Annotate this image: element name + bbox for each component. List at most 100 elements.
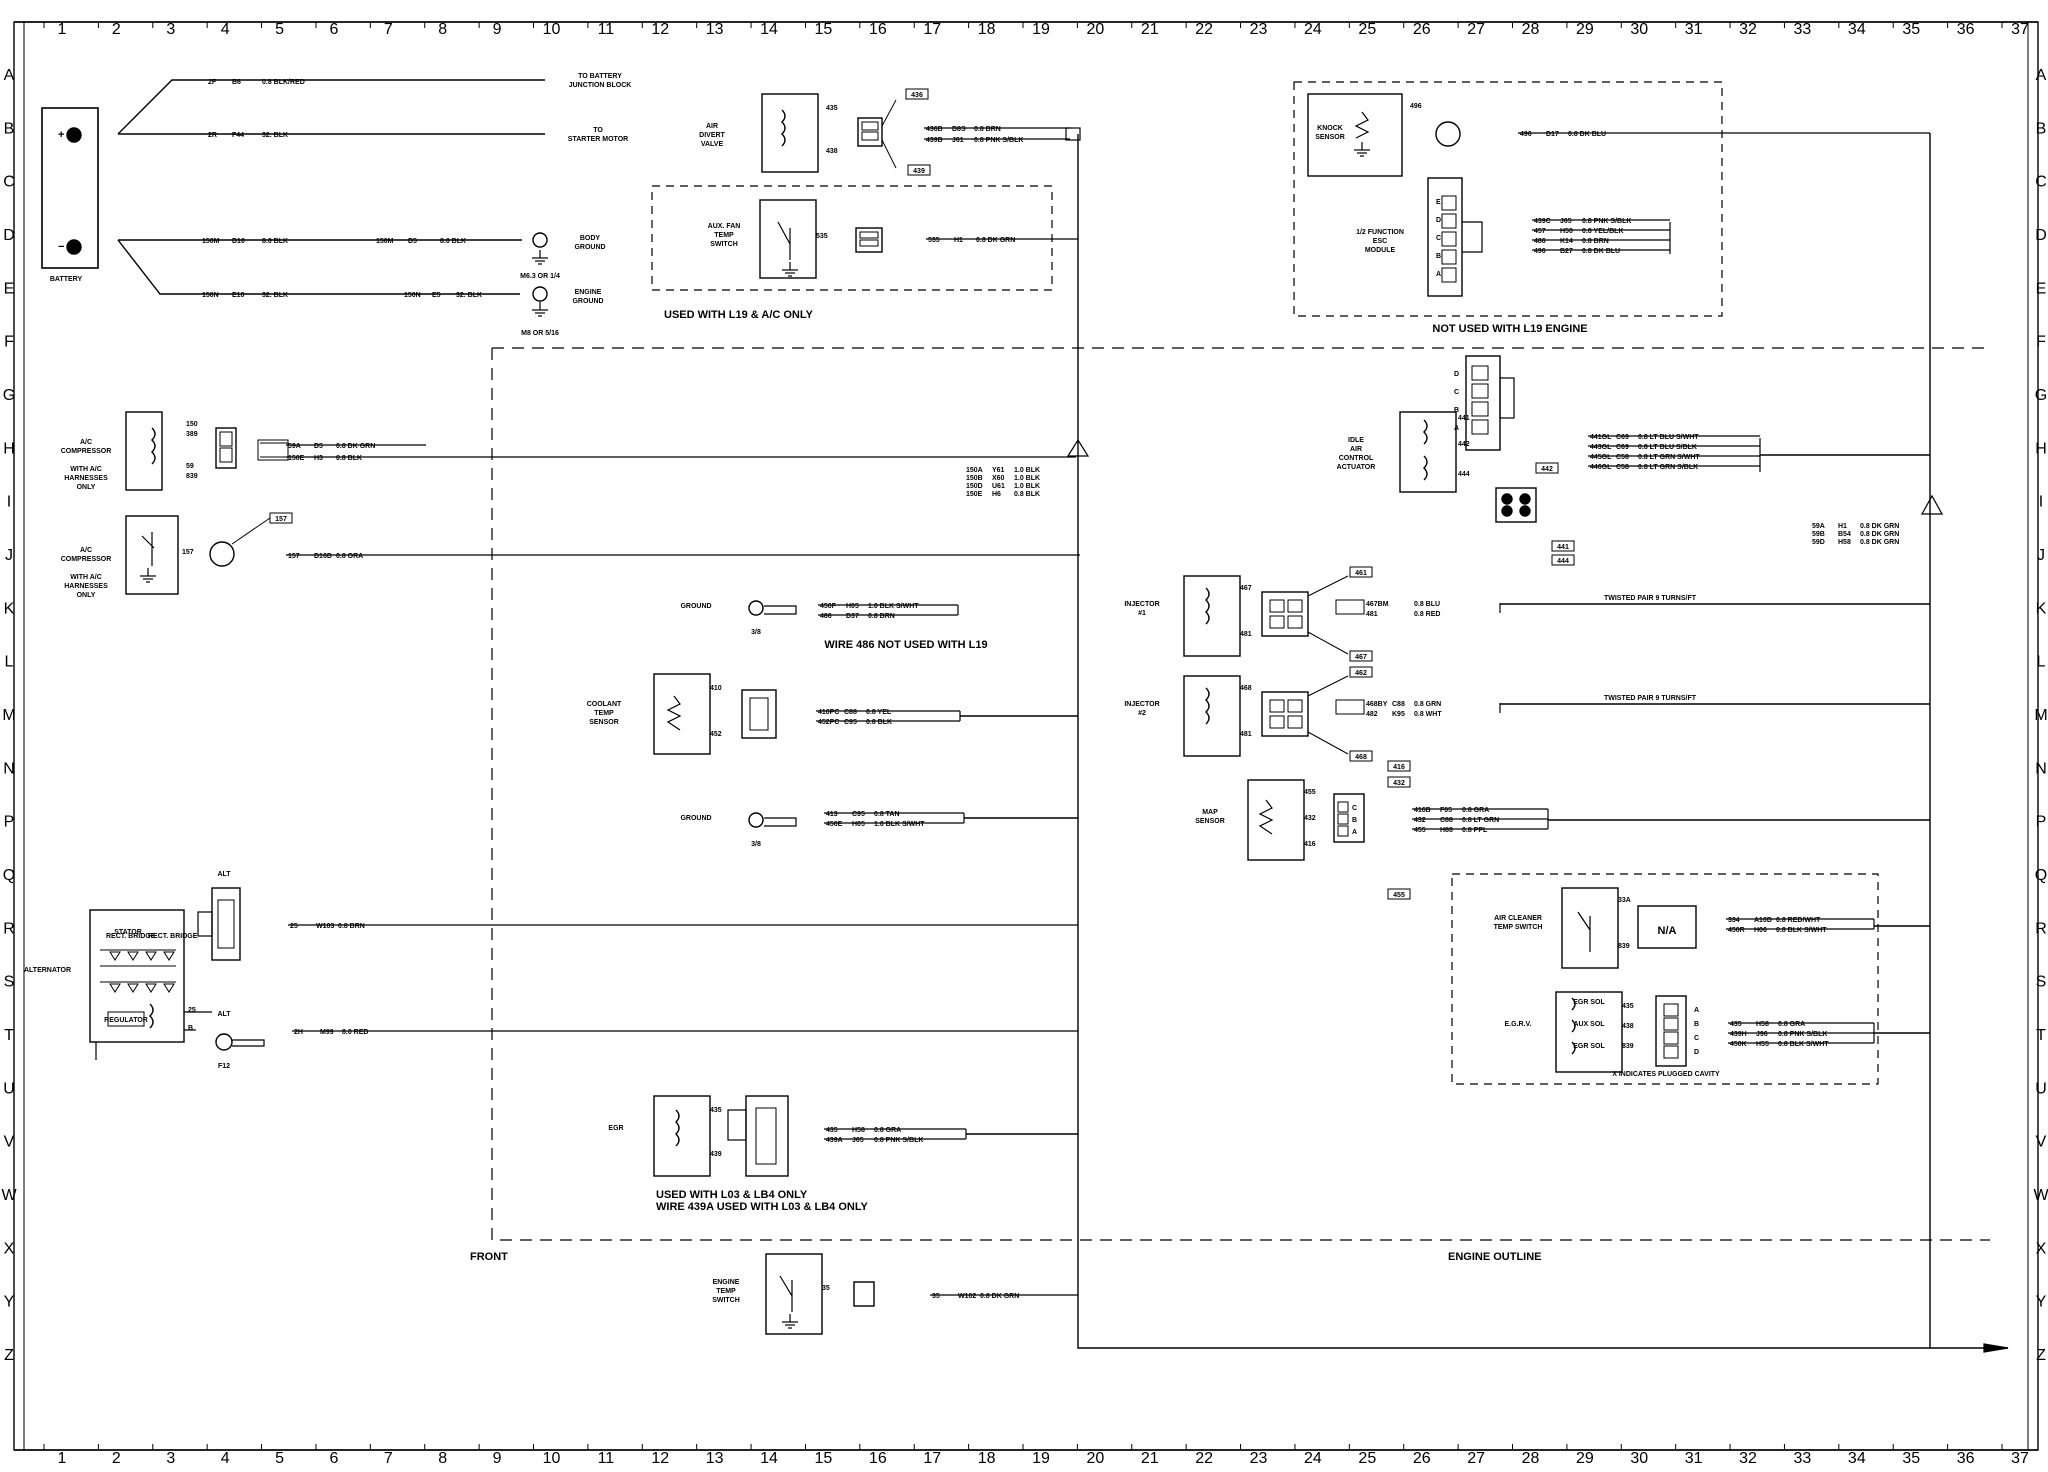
callout-line: [231, 517, 271, 545]
esc-connector: [1427, 177, 1463, 297]
row-label-left: G: [3, 387, 15, 404]
column-label-bottom: 9: [493, 1450, 502, 1467]
bw1-d1: TO BATTERY: [578, 73, 622, 80]
g2-w0-circuit: 413: [826, 811, 838, 818]
knock-label: SENSOR: [1315, 134, 1345, 141]
ac2-w-splice: D16D: [314, 553, 332, 560]
coolant-w0-splice: C88: [844, 709, 857, 716]
splice-b-w1-circuit: 59B: [1812, 531, 1825, 538]
egr-inner: AUX SOL: [1573, 1021, 1605, 1028]
alt-conn-label: ALT: [217, 871, 231, 878]
battery-plus: +: [58, 129, 64, 141]
g1-w1-circuit: 486: [820, 613, 832, 620]
bw4-d2: GROUND: [572, 298, 603, 305]
injector-1-callout-2-text: 467: [1355, 654, 1367, 661]
knock-label: KNOCK: [1317, 125, 1343, 132]
engine-temp-label: TEMP: [716, 1288, 736, 1295]
iac-cavity: [1519, 493, 1531, 505]
g1-w0-gauge: 1.0 BLK S/WHT: [868, 603, 919, 610]
column-label-bottom: 17: [923, 1450, 941, 1467]
air-cleaner-label: AIR CLEANER: [1494, 915, 1542, 922]
bw2-d2: STARTER MOTOR: [568, 136, 628, 143]
alt-term-lug: [232, 1039, 265, 1047]
air-divert-box: [761, 93, 819, 173]
esc-w0-gauge: 0.8 PNK S/BLK: [1582, 218, 1631, 225]
column-label-top: 1: [58, 21, 67, 38]
air-divert-w1-splice: D8S: [952, 126, 966, 133]
column-label-top: 34: [1848, 21, 1866, 38]
ac-cleaner-w1-gauge: 0.8 BLK S/WHT: [1776, 927, 1827, 934]
egr-cavity: [1663, 1045, 1679, 1059]
injector-1-w1-gauge: 0.8 RED: [1414, 611, 1440, 618]
column-label-top: 6: [329, 21, 338, 38]
diode-icon: [127, 951, 139, 961]
g2-w1-gauge: 1.0 BLK S/WHT: [874, 821, 925, 828]
battery-wire-4: [117, 239, 520, 295]
bw4-c: 150N: [202, 292, 219, 299]
column-label-top: 20: [1086, 21, 1104, 38]
bw3-g2: 8.0 BLK: [440, 238, 466, 245]
frame: [13, 21, 2039, 1451]
column-label-bottom: 31: [1685, 1450, 1703, 1467]
ac-comp-1-label: A/C: [80, 439, 92, 446]
bw3-g: 8.0 BLK: [262, 238, 288, 245]
g2-w0-gauge: 0.8 TAN: [874, 811, 900, 818]
iac-w0-circuit: 441GL: [1590, 434, 1612, 441]
injector-1-callout-1-text: 461: [1355, 570, 1367, 577]
injector-2-cavity: [1269, 715, 1285, 729]
iac-callout-4-tag: [1551, 554, 1575, 566]
g1-w1-gauge: 0.8 BRN: [868, 613, 895, 620]
column-label-top: 9: [493, 21, 502, 38]
splice-b-w0-gauge: 0.8 DK GRN: [1860, 523, 1899, 530]
map-label: MAP: [1202, 809, 1218, 816]
column-label-top: 19: [1032, 21, 1050, 38]
egr-label: E.G.R.V.: [1505, 1021, 1532, 1028]
egr-sol-note-1: USED WITH L03 & LB4 ONLY: [656, 1189, 808, 1201]
g2-w1-circuit: 450E: [826, 821, 843, 828]
esc-cavity: [1441, 213, 1457, 229]
alt-pin-b: B: [188, 1025, 193, 1032]
splice-b-w0-splice: H1: [1838, 523, 1847, 530]
callout-line: [1307, 731, 1349, 755]
bw4-g2: 32. BLK: [456, 292, 482, 299]
engine-temp-box: [765, 1253, 823, 1335]
iac-connector-square: [1495, 487, 1537, 523]
ac1-w1-circuit: 59A: [288, 443, 301, 450]
map-callout-0-tag: [1387, 760, 1411, 772]
column-label-bottom: 16: [869, 1450, 887, 1467]
column-label-top: 35: [1902, 21, 1920, 38]
column-label-bottom: 11: [598, 1450, 615, 1467]
knock-sensor-box: [1307, 93, 1403, 177]
ac-comp-1-label: COMPRESSOR: [61, 448, 112, 455]
aux-fan-connector-cavity: [859, 231, 879, 239]
air-divert-label: VALVE: [701, 141, 724, 148]
bw3-c2: 150M: [376, 238, 394, 245]
splice-a-w1-circuit: 150B: [966, 475, 983, 482]
esc-w2-splice: K14: [1560, 238, 1573, 245]
row-label-left: P: [4, 814, 15, 831]
iac-letter: A: [1454, 425, 1459, 432]
ac-cleaner-w0-circuit: 334: [1728, 917, 1740, 924]
row-label-left: K: [4, 600, 15, 617]
map-callout-2-text: 455: [1393, 892, 1405, 899]
map-w1-gauge: 0.8 LT GRN: [1462, 817, 1499, 824]
splice-b-w2-splice: H58: [1838, 539, 1851, 546]
row-label-left: Z: [4, 1347, 14, 1364]
engine-outline: [491, 348, 1990, 1241]
row-label-right: W: [2033, 1187, 2048, 1204]
row-label-left: D: [3, 227, 15, 244]
aux-fan-w-gauge: 0.8 DK GRN: [976, 237, 1015, 244]
knock-sensor-resistor-icon: [1354, 111, 1370, 139]
row-label-right: Y: [2036, 1294, 2047, 1311]
egr-w2-circuit: 450K: [1730, 1041, 1747, 1048]
injector-1-box: [1183, 575, 1241, 657]
column-label-bottom: 7: [384, 1450, 393, 1467]
knock-w-gauge: 0.8 DK BLU: [1568, 131, 1606, 138]
ac-comp-2-label: HARNESSES: [64, 583, 108, 590]
g2-w0-splice: C95: [852, 811, 865, 818]
coolant-label: TEMP: [594, 710, 614, 717]
diode-icon: [127, 983, 139, 993]
iac-pin: 444: [1458, 471, 1470, 478]
injector-2-note: TWISTED PAIR 9 TURNS/FT: [1604, 695, 1697, 702]
air-divert-pin: 438: [826, 148, 838, 155]
